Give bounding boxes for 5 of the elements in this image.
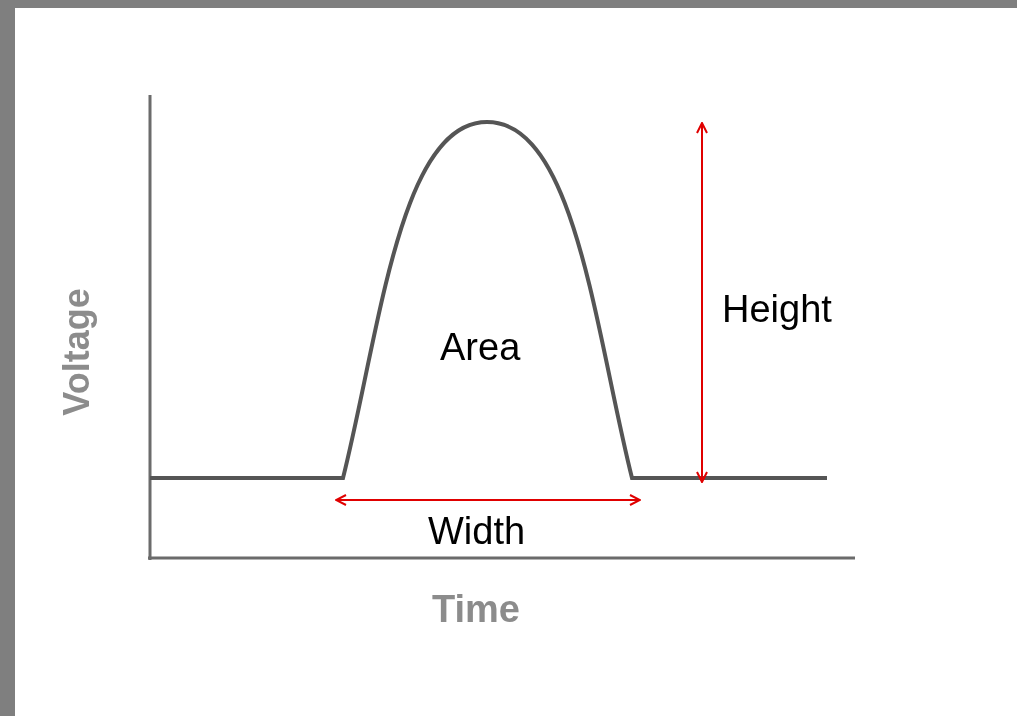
area-label: Area — [440, 328, 521, 366]
axis-title: Voltage — [58, 288, 95, 416]
dimension-label: Height — [722, 290, 832, 328]
axis-title: Time — [432, 590, 520, 628]
dimension-label: Width — [428, 512, 526, 550]
